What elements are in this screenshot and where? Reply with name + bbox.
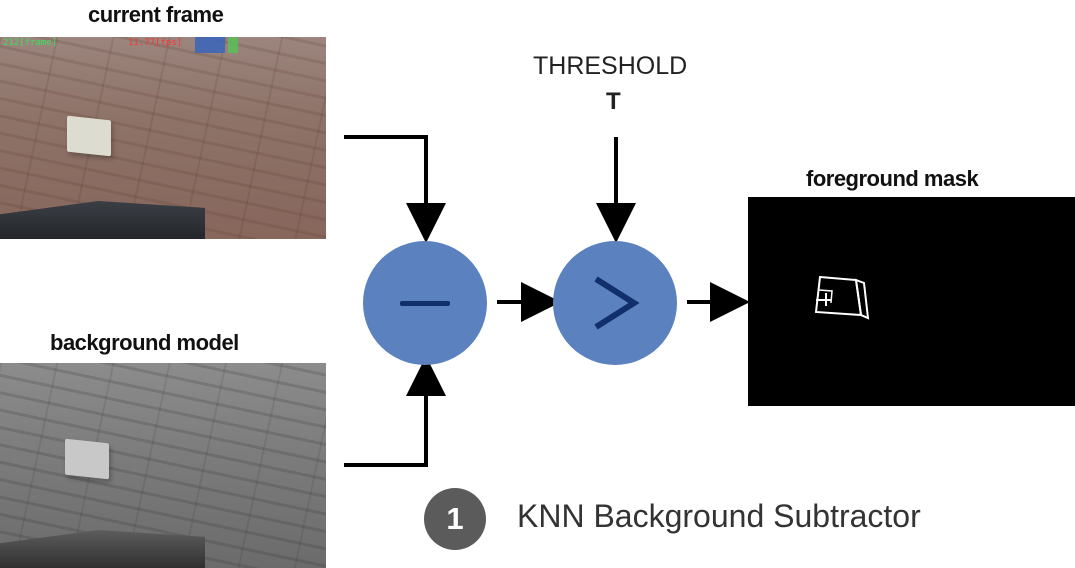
toy-object	[195, 37, 225, 53]
furniture-object	[0, 530, 205, 568]
background-model-label: background model	[50, 330, 239, 355]
threshold-label: THRESHOLD	[533, 52, 688, 80]
mask-blob-outline	[814, 275, 870, 320]
foreground-mask-image	[748, 197, 1075, 406]
box-object	[65, 438, 109, 480]
step-number-badge: 1	[424, 488, 486, 550]
greater-than-operator	[553, 241, 677, 365]
greater-than-icon	[594, 276, 640, 330]
minus-icon	[400, 300, 450, 306]
toy-object-secondary	[228, 37, 238, 53]
background-model-image	[0, 363, 326, 568]
current-frame-arrow	[344, 135, 446, 243]
frame-counter-text: 212[frame]	[3, 38, 58, 48]
furniture-object	[0, 201, 205, 239]
background-model-arrow	[344, 356, 446, 467]
caption: KNN Background Subtractor	[517, 498, 921, 534]
current-frame-image: 212[frame] 11.77[fps]	[0, 37, 326, 239]
subtract-operator	[363, 241, 487, 365]
box-object	[67, 115, 111, 157]
foreground-mask-label: foreground mask	[806, 166, 979, 191]
fps-counter-text: 11.77[fps]	[128, 38, 183, 48]
threshold-symbol: T	[606, 88, 621, 115]
current-frame-label: current frame	[88, 2, 224, 27]
